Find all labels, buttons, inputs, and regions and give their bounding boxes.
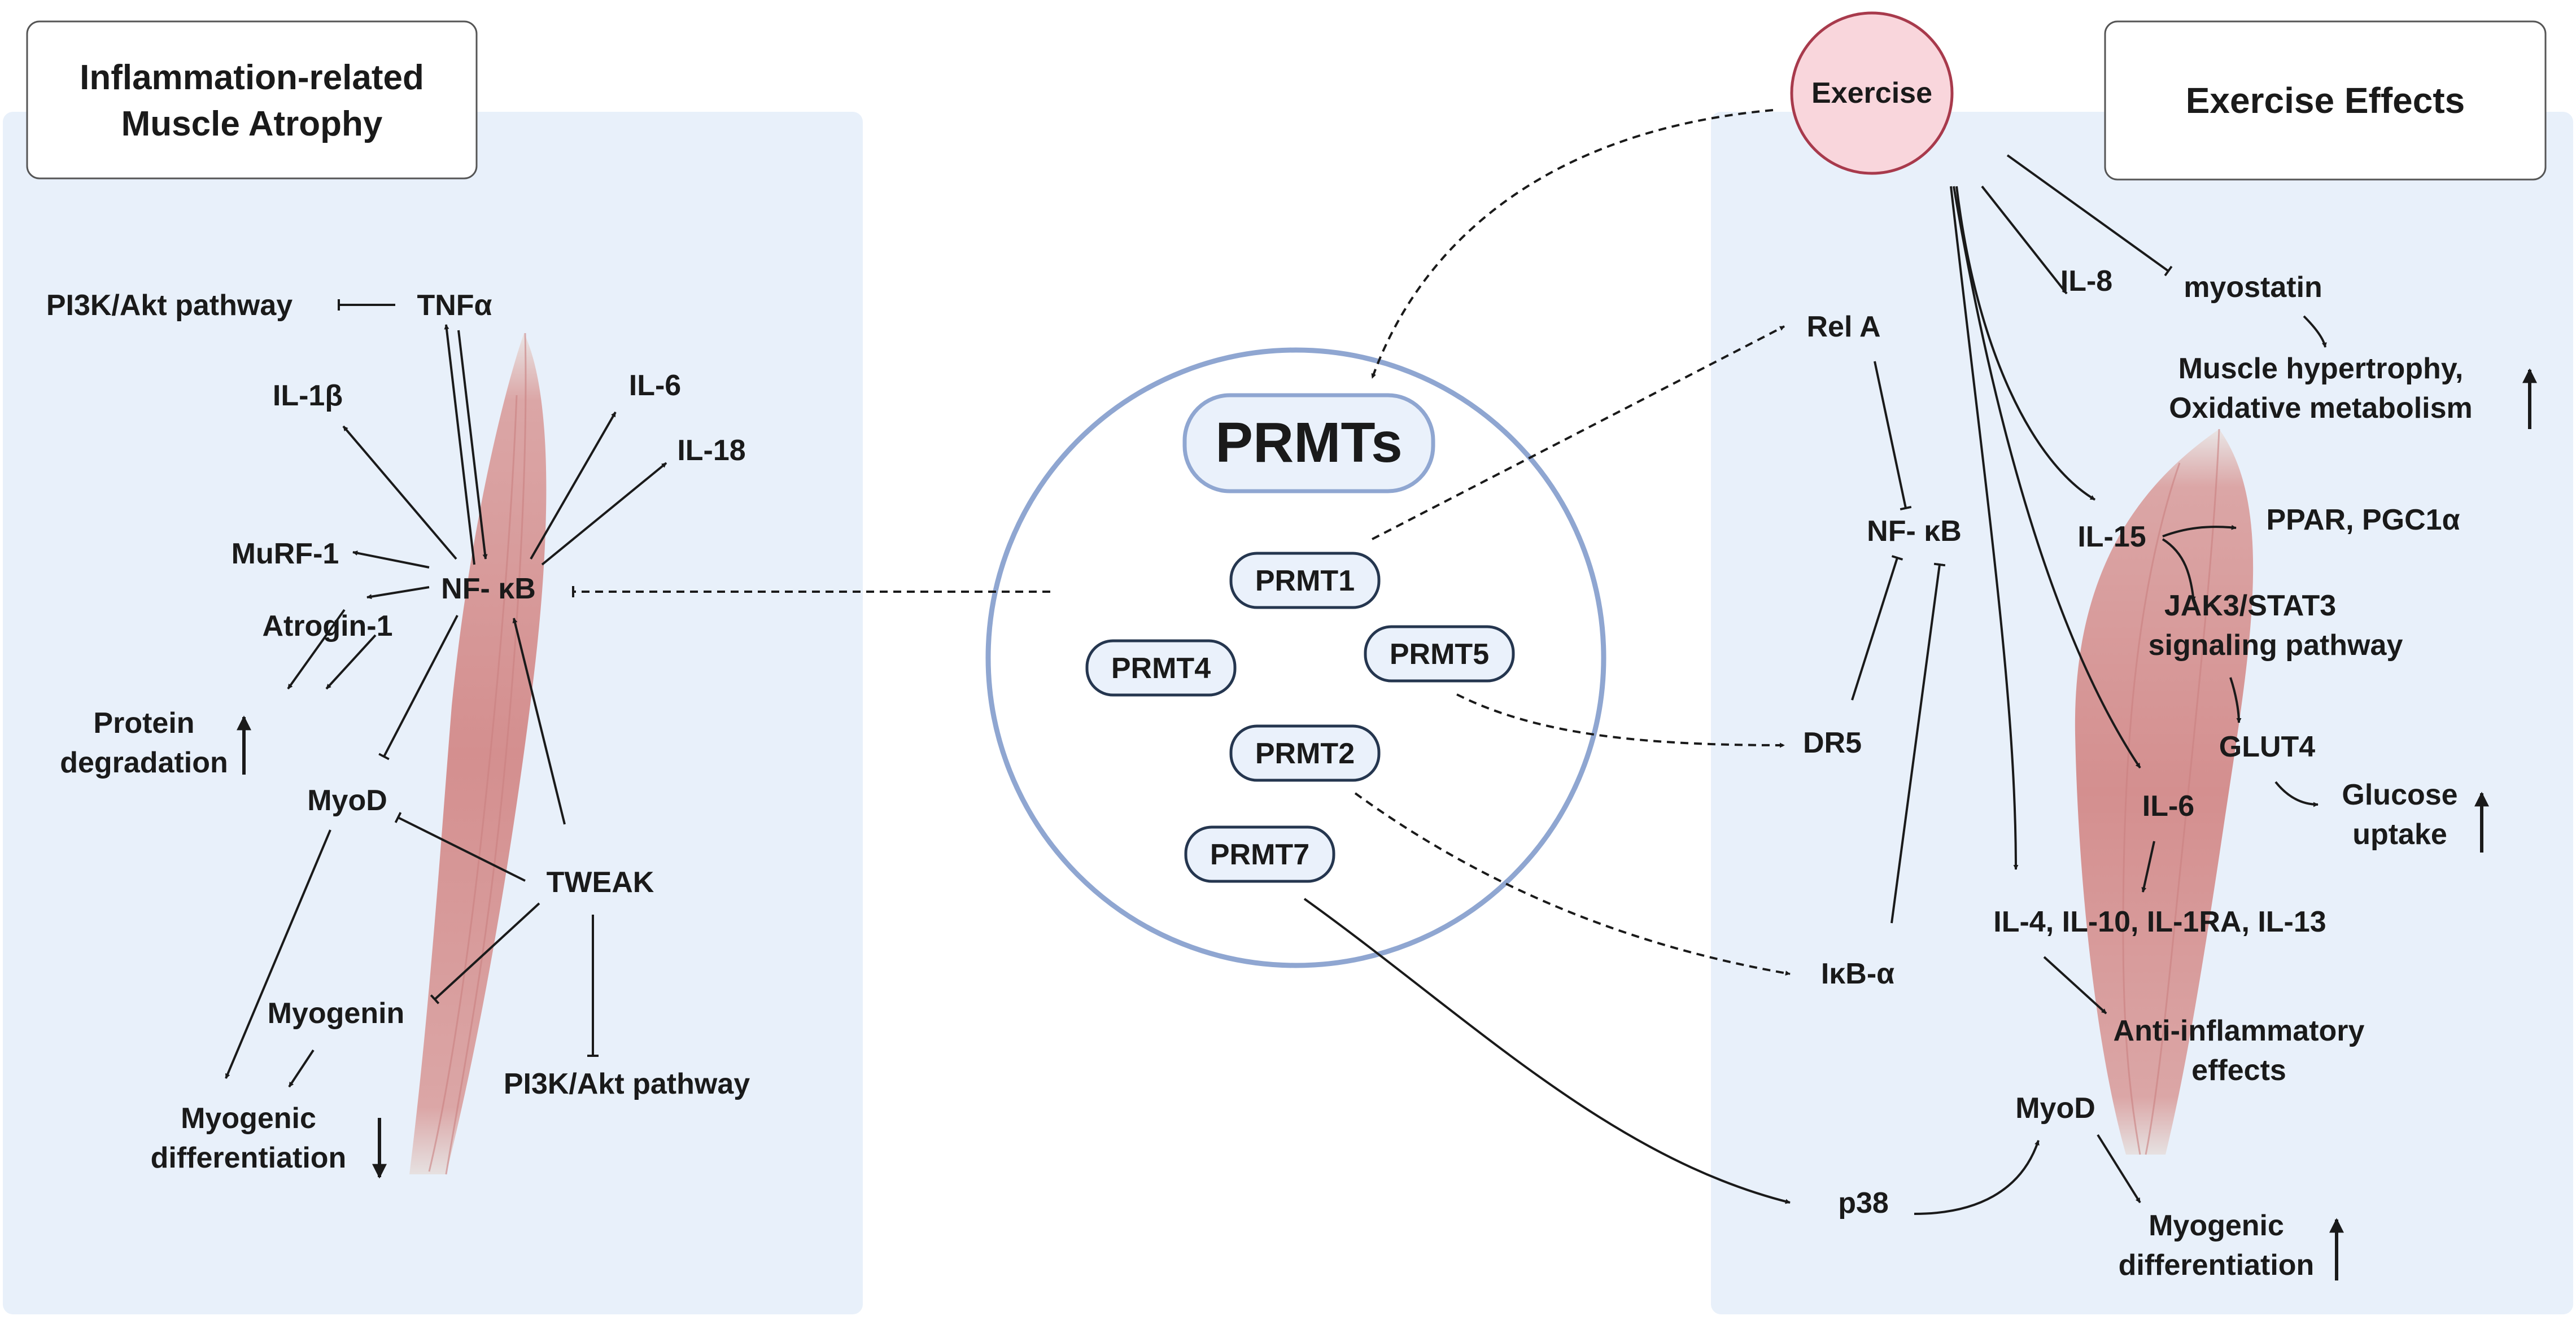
label-murf1: MuRF-1 — [232, 537, 339, 570]
label-protein-deg-2: degradation — [60, 746, 228, 779]
label-il1b: IL-1β — [273, 379, 343, 412]
prmt2-label: PRMT2 — [1255, 737, 1355, 770]
prmt7-label: PRMT7 — [1210, 838, 1309, 871]
label-nfkb-right: NF- κB — [1867, 515, 1962, 548]
label-il8: IL-8 — [2060, 265, 2112, 298]
label-il18: IL-18 — [677, 434, 745, 467]
prmts-circle — [985, 347, 1606, 968]
left-labels: PI3K/Akt pathway TNFα IL-1β IL-6 IL-18 M… — [46, 289, 750, 1174]
left-connectors — [225, 299, 1050, 1088]
left-title-line1: Inflammation-related — [80, 58, 424, 97]
label-pi3k-bottom: PI3K/Akt pathway — [504, 1068, 750, 1100]
prmts-title: PRMTs — [1215, 411, 1403, 474]
label-atrogin1: Atrogin-1 — [262, 610, 392, 642]
label-myogenic-right-1: Myogenic — [2149, 1209, 2284, 1242]
left-title-line2: Muscle Atrophy — [121, 104, 383, 143]
right-title-box — [2104, 20, 2547, 181]
left-muscle-illustration — [409, 333, 547, 1175]
label-jak-1: JAK3/STAT3 — [2164, 589, 2336, 622]
label-myod-right: MyoD — [2015, 1092, 2095, 1125]
right-title: Exercise Effects — [2186, 80, 2465, 121]
right-muscle-illustration — [2075, 429, 2254, 1155]
exercise-node — [1790, 11, 1954, 175]
label-antiinf-2: effects — [2191, 1054, 2286, 1087]
label-protein-deg-1: Protein — [93, 707, 194, 740]
label-glut4: GLUT4 — [2219, 731, 2316, 763]
left-panel — [3, 112, 863, 1314]
prmt-pill-5: PRMT5 — [1364, 625, 1515, 683]
prmt1-label: PRMT1 — [1255, 565, 1355, 597]
label-glucose-1: Glucose — [2342, 779, 2457, 811]
label-myod-left: MyoD — [307, 784, 387, 817]
prmt-pill-1: PRMT1 — [1229, 552, 1381, 609]
label-rela: Rel A — [1807, 311, 1881, 343]
label-tnfa: TNFα — [417, 289, 492, 322]
label-hypertrophy-1: Muscle hypertrophy, — [2178, 352, 2464, 385]
right-connectors — [1851, 154, 2327, 1215]
prmt-pill-2: PRMT2 — [1229, 724, 1381, 782]
prmt5-label: PRMT5 — [1390, 638, 1489, 671]
label-glucose-2: uptake — [2352, 818, 2447, 851]
label-jak-2: signaling pathway — [2149, 629, 2403, 662]
prmts-title-pill — [1182, 393, 1435, 493]
prmt-pill-4: PRMT4 — [1085, 639, 1237, 697]
label-myogenic-left-1: Myogenic — [181, 1102, 316, 1135]
label-nfkb-left: NF- κB — [441, 572, 536, 605]
label-myostatin: myostatin — [2184, 271, 2322, 304]
label-antiinf-1: Anti-inflammatory — [2114, 1015, 2365, 1047]
label-il15: IL-15 — [2077, 521, 2146, 553]
trend-arrows — [237, 368, 2537, 1280]
label-il6-right: IL-6 — [2142, 790, 2194, 823]
label-myogenic-left-2: differentiation — [151, 1142, 347, 1174]
label-dr5: DR5 — [1803, 727, 1862, 759]
label-il6: IL-6 — [629, 369, 681, 402]
center-connectors — [1303, 109, 1791, 1204]
right-labels: Rel A NF- κB DR5 IκB-α p38 IL-8 myostati… — [1803, 265, 2473, 1282]
prmt4-label: PRMT4 — [1111, 652, 1211, 685]
exercise-label: Exercise — [1811, 77, 1932, 110]
prmt-pill-7: PRMT7 — [1184, 825, 1335, 883]
label-pi3k-top: PI3K/Akt pathway — [46, 289, 292, 322]
left-title-box — [26, 20, 478, 180]
label-hypertrophy-2: Oxidative metabolism — [2169, 392, 2473, 425]
label-ils: IL-4, IL-10, IL-1RA, IL-13 — [1993, 906, 2326, 938]
label-myogenic-right-2: differentiation — [2119, 1249, 2315, 1282]
label-ppar: PPAR, PGC1α — [2266, 504, 2460, 536]
label-ikba: IκB-α — [1821, 958, 1894, 990]
label-myogenin: Myogenin — [268, 997, 405, 1030]
label-p38: p38 — [1838, 1187, 1889, 1220]
label-tweak: TWEAK — [547, 866, 654, 899]
